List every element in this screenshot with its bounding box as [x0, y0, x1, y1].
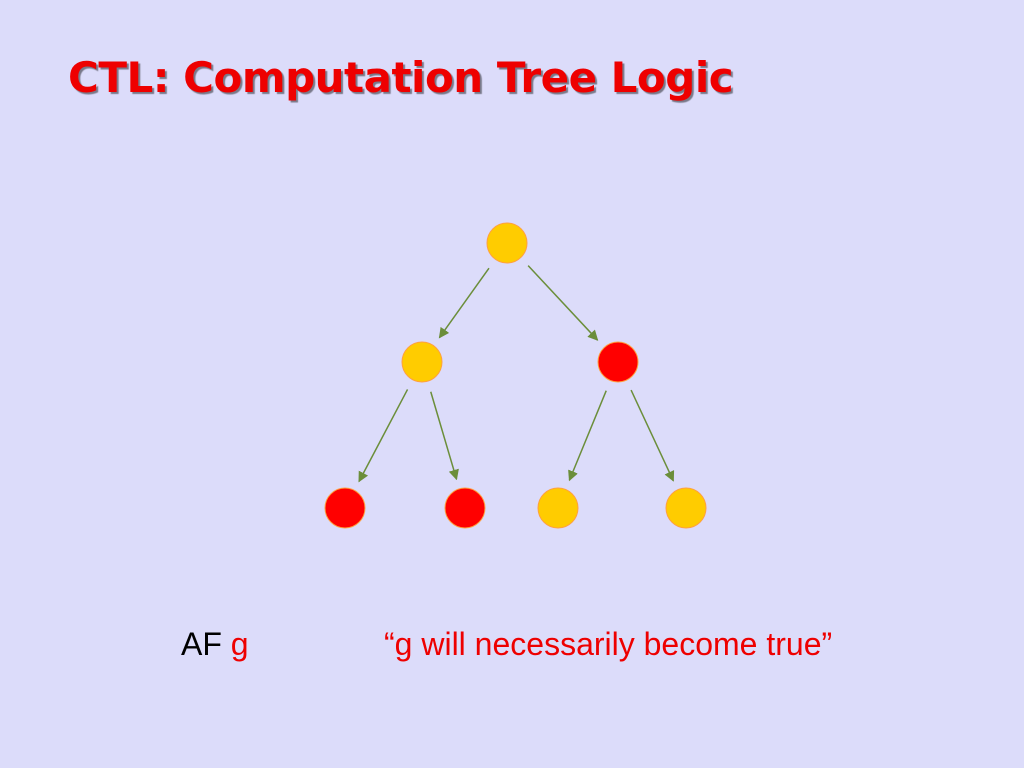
tree-node-left — [401, 341, 443, 383]
tree-nodes — [324, 222, 707, 529]
tree-edge-left-to-left-left — [358, 389, 409, 483]
formula-meaning: “g will necessarily become true” — [384, 626, 833, 662]
tree-edge-right-to-right-right — [630, 389, 675, 482]
tree-edge-root-to-right — [527, 265, 599, 341]
tree-edges — [358, 265, 675, 483]
formula-operator: AF — [181, 626, 222, 662]
tree-node-root — [486, 222, 528, 264]
tree-node-left-right — [444, 487, 486, 529]
ctl-formula: AF g — [181, 622, 249, 666]
tree-edge-root-to-left — [438, 267, 490, 339]
tree-node-right-right — [665, 487, 707, 529]
tree-node-right-left — [537, 487, 579, 529]
tree-edge-left-to-left-right — [430, 391, 459, 481]
tree-node-left-left — [324, 487, 366, 529]
slide-title: CTL: Computation Tree Logic — [68, 53, 734, 102]
tree-edge-right-to-right-left — [568, 390, 607, 482]
tree-node-right — [597, 341, 639, 383]
formula-proposition: g — [230, 626, 249, 662]
